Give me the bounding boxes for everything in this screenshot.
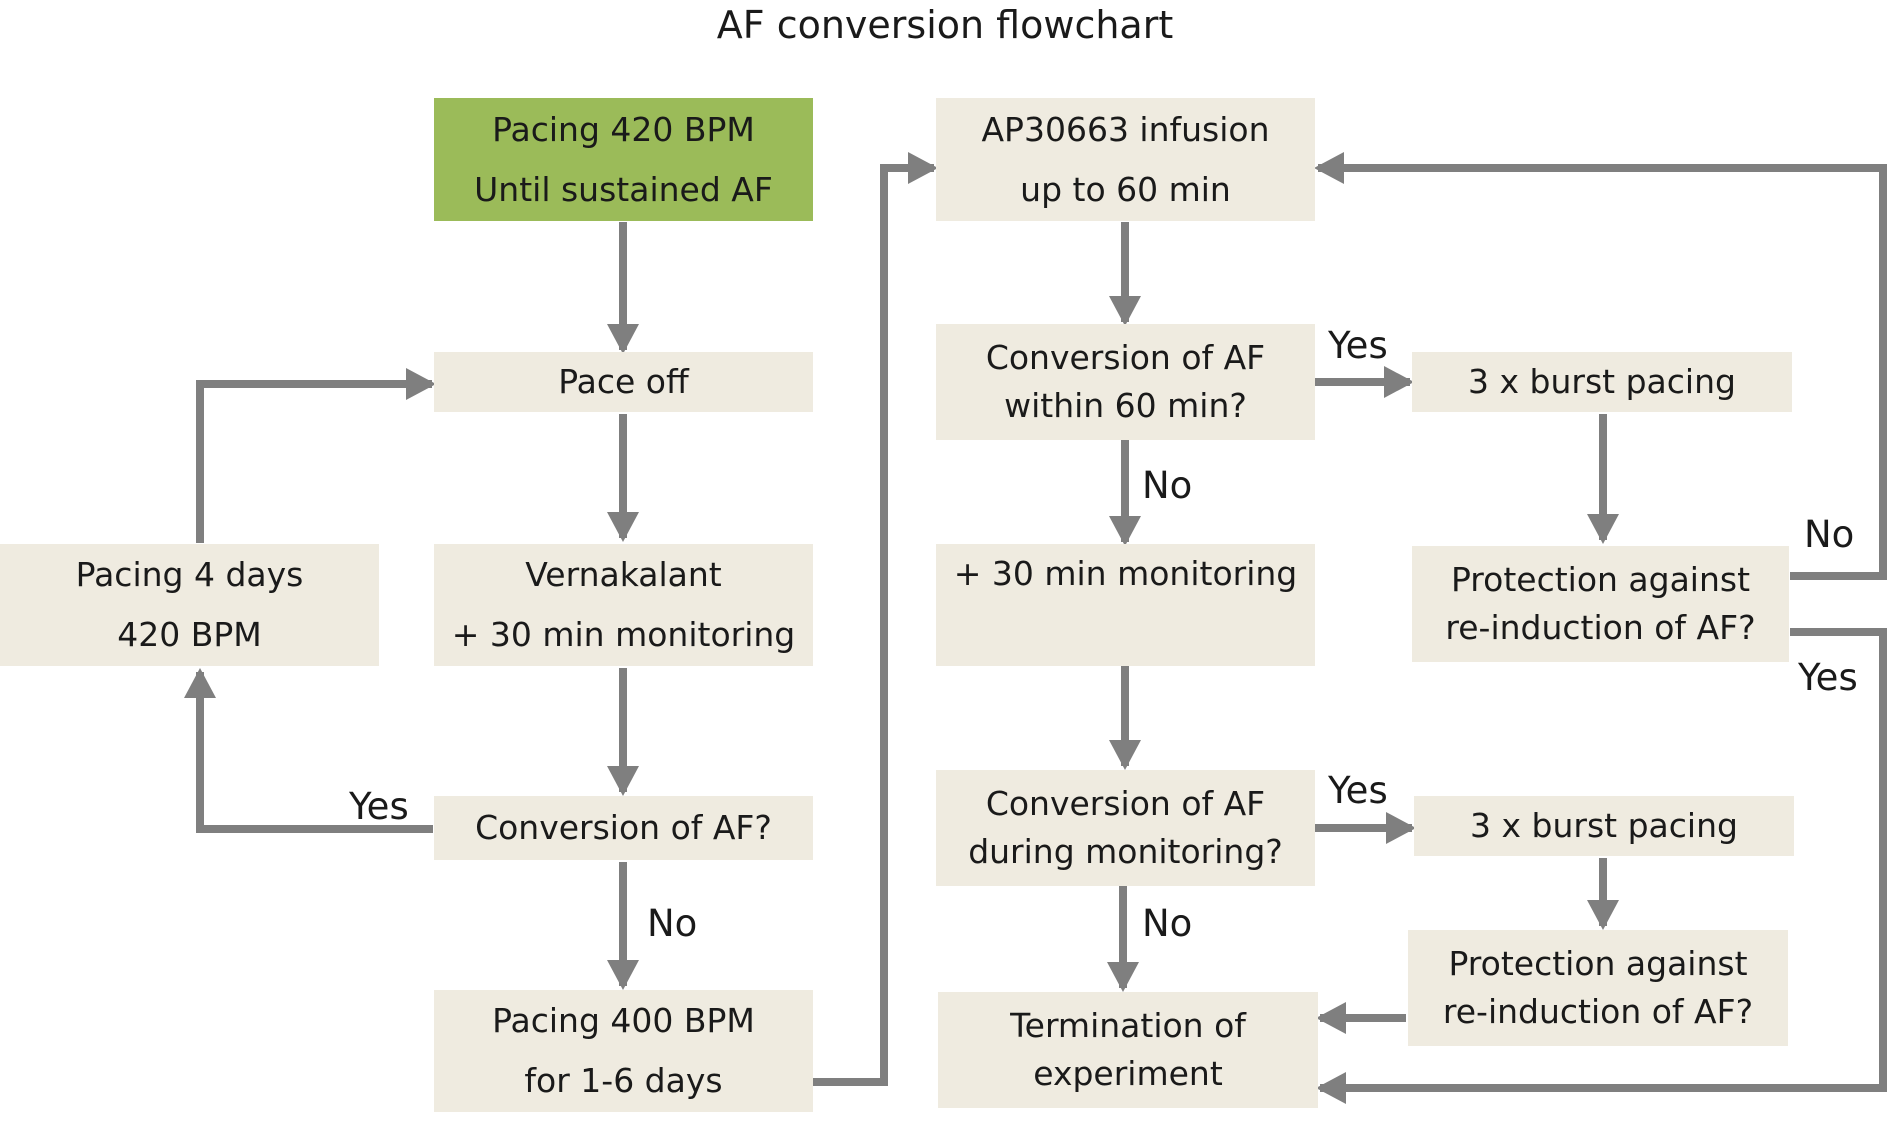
- node-text-line: Protection against: [1450, 560, 1751, 599]
- node-vernakalant: Vernakalant + 30 min monitoring: [434, 544, 813, 666]
- node-text-line: Pacing 400 BPM: [492, 1001, 755, 1040]
- edge-label-yes-conversion-left: Yes: [349, 785, 409, 828]
- node-text-line: 3 x burst pacing: [1470, 806, 1738, 845]
- edge-label-no-protection-1: No: [1804, 513, 1855, 556]
- node-burst-pacing-2: 3 x burst pacing: [1414, 796, 1794, 856]
- node-pacing-420-until-af: Pacing 420 BPM Until sustained AF: [434, 98, 813, 221]
- node-pace-off: Pace off: [434, 352, 813, 412]
- edge-label-no-during-monitoring: No: [1142, 902, 1193, 945]
- edge-label-no-within-60: No: [1142, 464, 1193, 507]
- node-ap30663-infusion: AP30663 infusion up to 60 min: [936, 98, 1315, 221]
- node-text-line: Conversion of AF: [985, 338, 1266, 377]
- node-monitoring-30: + 30 min monitoring: [936, 544, 1315, 666]
- arrow-protection1-no-to-ap30663: [1314, 152, 1887, 580]
- node-pacing-400: Pacing 400 BPM for 1-6 days: [434, 990, 813, 1112]
- node-text-line: re-induction of AF?: [1445, 608, 1756, 647]
- node-text-line: AP30663 infusion: [981, 109, 1270, 149]
- node-text-line: Vernakalant: [525, 555, 722, 594]
- arrow-pacing4days-to-pace-off: [196, 368, 436, 543]
- edge-label-yes-within-60: Yes: [1328, 324, 1388, 367]
- node-conversion-during-monitoring: Conversion of AF during monitoring?: [936, 770, 1315, 886]
- node-text-line: Pacing 4 days: [75, 555, 304, 594]
- node-text-line: Conversion of AF?: [475, 808, 772, 847]
- node-protection-1: Protection against re-induction of AF?: [1412, 546, 1789, 662]
- node-conversion-of-af: Conversion of AF?: [434, 796, 813, 860]
- node-text-line: re-induction of AF?: [1442, 992, 1754, 1031]
- edge-label-yes-protection-1: Yes: [1798, 656, 1858, 699]
- node-burst-pacing-1: 3 x burst pacing: [1412, 352, 1792, 412]
- node-termination: Termination of experiment: [938, 992, 1318, 1108]
- node-text-line: for 1-6 days: [524, 1061, 723, 1100]
- node-text-line: + 30 min monitoring: [451, 615, 796, 654]
- arrow-conversion-yes-to-pacing4days: [184, 668, 433, 833]
- node-text-line: Conversion of AF: [985, 784, 1266, 823]
- arrow-pacing400-to-ap30663: [811, 152, 938, 1086]
- node-text-line: Until sustained AF: [474, 169, 773, 209]
- node-text-line: Pacing 420 BPM: [492, 109, 755, 149]
- node-conversion-within-60: Conversion of AF within 60 min?: [936, 324, 1315, 440]
- node-text-line: within 60 min?: [1004, 386, 1247, 425]
- arrow-protection1-yes-to-termination: [1316, 628, 1887, 1104]
- edge-label-no-conversion-left: No: [647, 902, 698, 945]
- node-text-line: experiment: [1033, 1054, 1223, 1093]
- node-text-line: 420 BPM: [117, 615, 262, 654]
- node-text-line: Protection against: [1448, 944, 1748, 983]
- node-text-line: up to 60 min: [1020, 169, 1231, 209]
- node-protection-2: Protection against re-induction of AF?: [1408, 930, 1788, 1046]
- node-pacing-4-days: Pacing 4 days 420 BPM: [0, 544, 379, 666]
- node-text-line: Termination of: [1010, 1006, 1246, 1045]
- node-text-line: Pace off: [558, 362, 689, 401]
- node-text-line: + 30 min monitoring: [953, 554, 1298, 593]
- node-text-line: 3 x burst pacing: [1468, 362, 1736, 401]
- node-text-line: during monitoring?: [968, 832, 1283, 871]
- edge-label-yes-during-monitoring: Yes: [1328, 769, 1388, 812]
- flowchart-title: AF conversion flowchart: [716, 3, 1174, 47]
